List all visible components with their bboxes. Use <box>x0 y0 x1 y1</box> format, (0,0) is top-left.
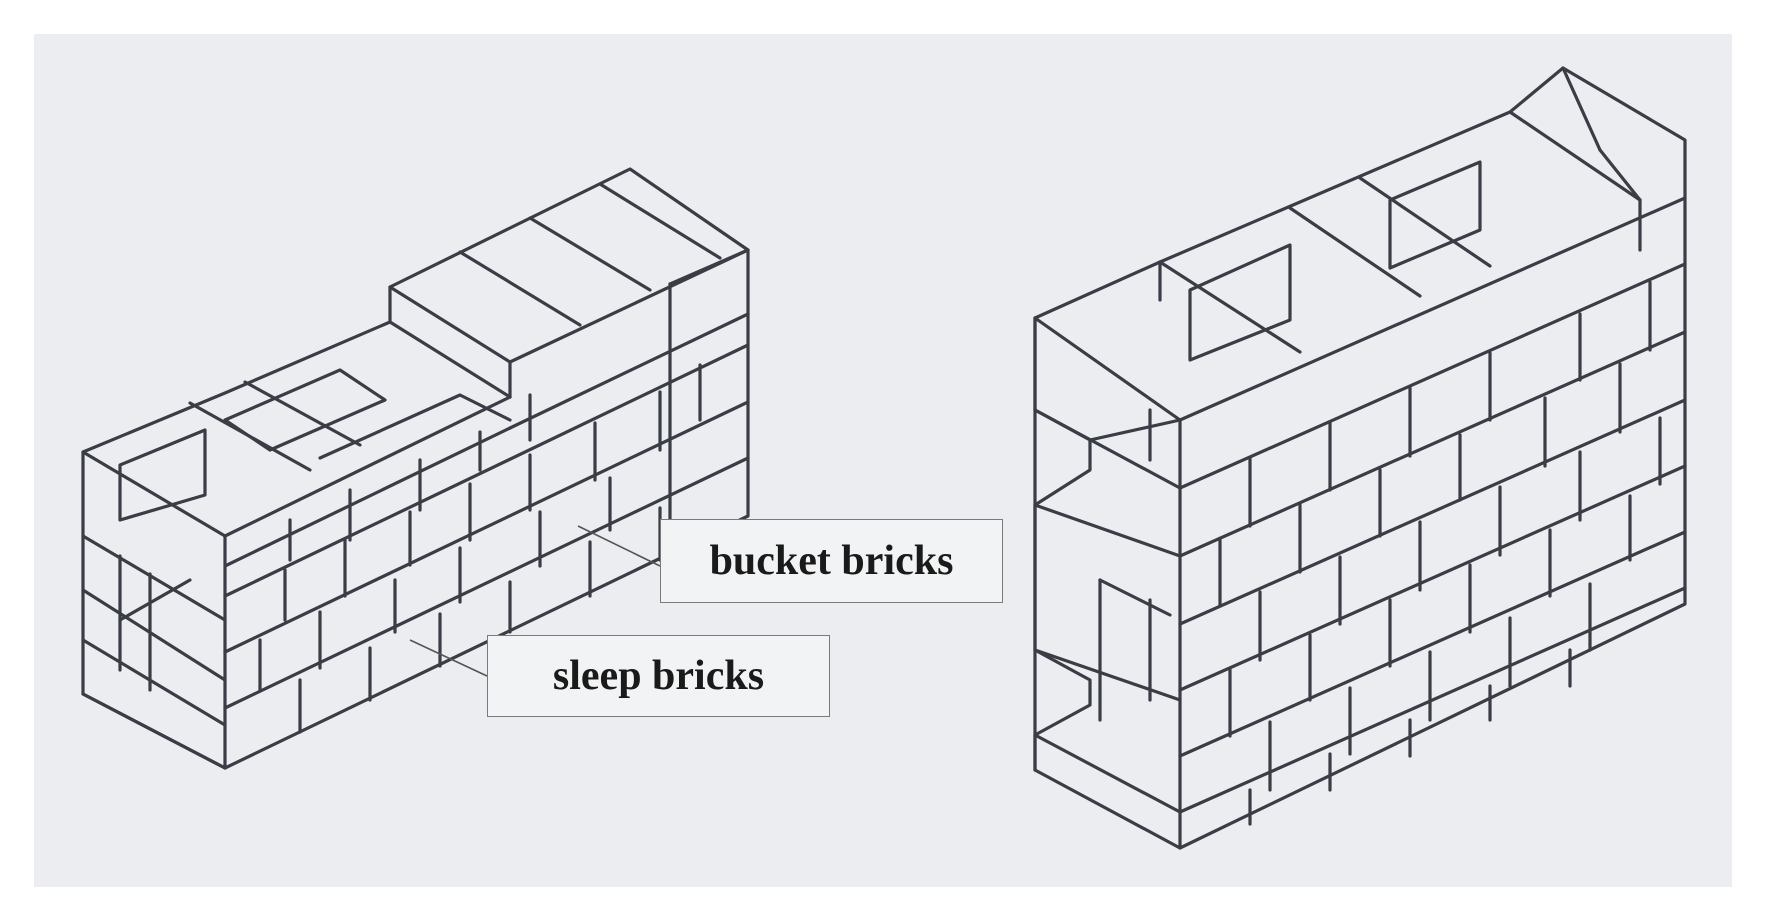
brick-walls-drawing <box>81 66 1687 850</box>
diagram-canvas <box>34 34 1732 887</box>
bucket-leader-line <box>577 525 661 567</box>
right-wall <box>1033 66 1687 850</box>
bucket-bricks-label: bucket bricks <box>660 519 1003 603</box>
sleep-bricks-label: sleep bricks <box>487 635 830 717</box>
sleep-leader-line <box>409 639 488 677</box>
